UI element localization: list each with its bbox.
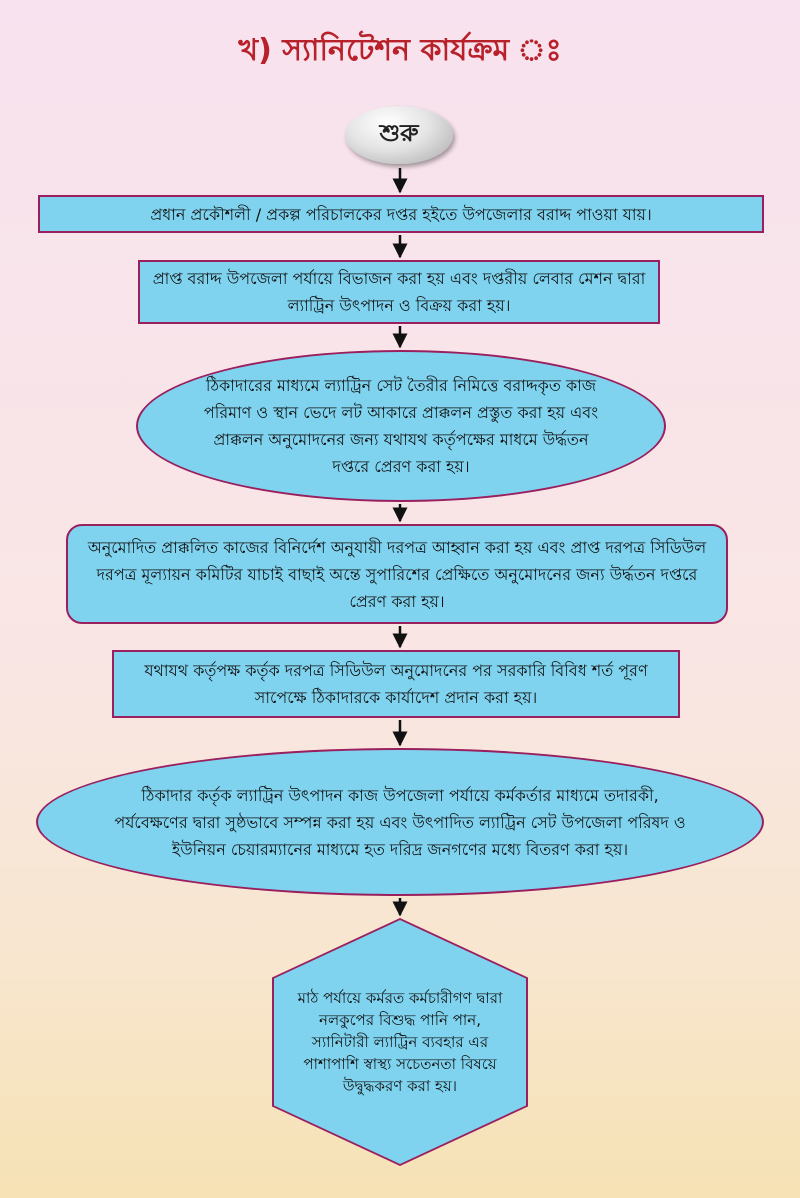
step-3-text: ঠিকাদারের মাধ্যমে ল্যাট্রিন সেট তৈরীর নি… [203,376,599,476]
step-7-hexagon-fill: মাঠ পর্যায়ে কর্মরত কর্মচারীগণ দ্বারা নল… [274,920,526,1164]
step-2-box: প্রাপ্ত বরাদ্দ উপজেলা পর্যায়ে বিভাজন কর… [138,260,660,324]
page-title: খ) স্যানিটেশন কার্যক্রম ঃ [238,33,562,68]
start-label: শুরু [379,119,419,147]
step-6-text: ঠিকাদার কর্তৃক ল্যাট্রিন উৎপাদন কাজ উপজে… [114,785,686,859]
step-7-hexagon: মাঠ পর্যায়ে কর্মরত কর্মচারীগণ দ্বারা নল… [272,918,528,1166]
step-4-box: অনুমোদিত প্রাক্কলিত কাজের বিনির্দেশ অনুয… [66,524,728,624]
step-1-box: প্রধান প্রকৌশলী / প্রকল্প পরিচালকের দপ্ত… [38,195,764,233]
step-1-text: প্রধান প্রকৌশলী / প্রকল্প পরিচালকের দপ্ত… [150,204,652,224]
step-6-ellipse: ঠিকাদার কর্তৃক ল্যাট্রিন উৎপাদন কাজ উপজে… [36,748,764,896]
step-4-text: অনুমোদিত প্রাক্কলিত কাজের বিনির্দেশ অনুয… [87,537,707,611]
step-5-text: যথাযথ কর্তৃপক্ষ কর্তৃক দরপত্র সিডিউল অনু… [144,661,648,707]
step-5-box: যথাযথ কর্তৃপক্ষ কর্তৃক দরপত্র সিডিউল অনু… [112,650,680,718]
step-3-ellipse: ঠিকাদারের মাধ্যমে ল্যাট্রিন সেট তৈরীর নি… [136,350,666,502]
start-node: শুরু [345,106,453,164]
step-7-text: মাঠ পর্যায়ে কর্মরত কর্মচারীগণ দ্বারা নল… [297,989,503,1095]
step-2-text: প্রাপ্ত বরাদ্দ উপজেলা পর্যায়ে বিভাজন কর… [152,269,646,315]
